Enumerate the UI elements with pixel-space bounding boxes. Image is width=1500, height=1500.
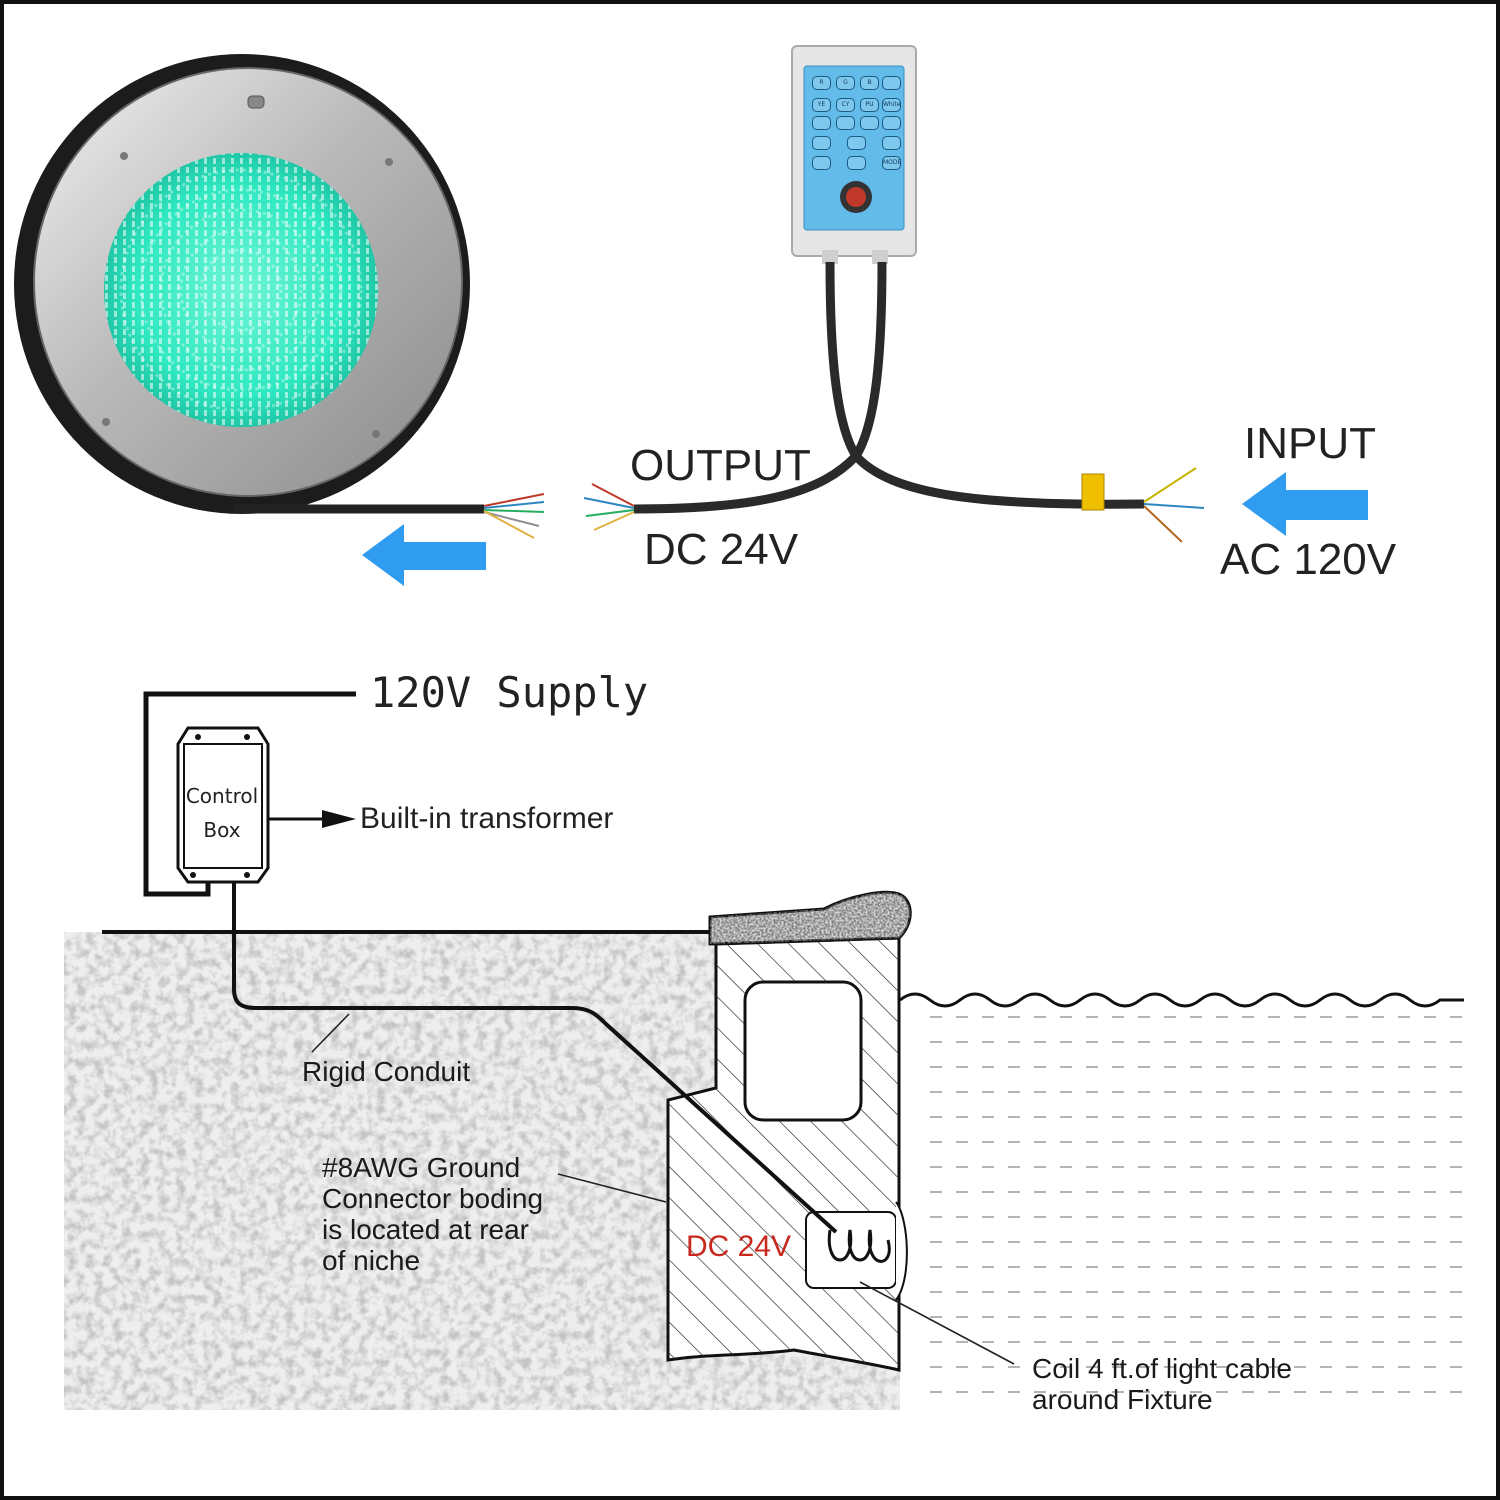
scene-svg: [14, 45, 1464, 1410]
remote-button: [847, 136, 866, 150]
ground-leader: [557, 1173, 667, 1203]
remote-button: [860, 116, 879, 130]
remote-button: [882, 136, 901, 150]
coil-note: Coil 4 ft.of light cable around Fixture: [1032, 1353, 1292, 1415]
remote-button: PU: [860, 98, 879, 112]
fixture-wire-ends: [483, 493, 545, 539]
supply-line: [143, 691, 356, 897]
niche-voltage: DC 24V: [686, 1230, 792, 1263]
remote-button: White: [882, 98, 901, 112]
ground-note-line: Connector boding: [322, 1183, 544, 1214]
ground-note-line: of niche: [322, 1245, 421, 1276]
remote-button: YE: [812, 98, 831, 112]
coil-note-line: around Fixture: [1032, 1384, 1213, 1415]
rigid-conduit: [232, 876, 838, 1234]
coil-note-line: Coil 4 ft.of light cable: [1032, 1353, 1292, 1384]
remote-button: [882, 76, 901, 90]
input-voltage: AC 120V: [1220, 535, 1397, 584]
pool-light-fixture: [14, 54, 470, 514]
transformer-label: Built-in transformer: [360, 802, 614, 835]
control-box-diagram: [176, 726, 270, 884]
remote-button: [882, 116, 901, 130]
input-cable-tag: [1081, 473, 1105, 511]
ground-note: #8AWG Ground Connector boding is located…: [322, 1152, 543, 1276]
remote-button: R: [812, 76, 831, 90]
wall-opening: [743, 980, 863, 1122]
remote-button: CY: [836, 98, 855, 112]
output-label: OUTPUT: [630, 441, 811, 490]
remote-button: [812, 136, 831, 150]
light-niche: [805, 1201, 908, 1301]
remote-button: [812, 156, 831, 170]
arrow-left-input-icon: [1242, 472, 1368, 536]
input-wire-ends: [1143, 467, 1205, 543]
remote-button: G: [836, 76, 855, 90]
input-label: INPUT: [1244, 419, 1376, 468]
output-wire-ends: [583, 483, 635, 531]
ground-note-line: #8AWG Ground: [322, 1152, 521, 1183]
remote-button: MODE: [882, 156, 901, 170]
remote-button: B: [860, 76, 879, 90]
arrow-left-icon: [362, 524, 486, 586]
coil-leader: [859, 1281, 1015, 1365]
arrow-right-icon: [322, 810, 356, 828]
remote-button: [812, 116, 831, 130]
input-cable: [850, 261, 1145, 509]
control-box-label-line1: Control: [185, 784, 259, 808]
remote-button: [836, 116, 855, 130]
control-box-label-line2: Box: [203, 818, 241, 842]
ground-note-line: is located at rear: [322, 1214, 529, 1245]
conduit-leader: [311, 1013, 350, 1053]
power-switch-icon: [846, 187, 866, 207]
supply-label: 120V Supply: [370, 668, 649, 717]
output-voltage: DC 24V: [644, 525, 799, 574]
conduit-label: Rigid Conduit: [302, 1056, 471, 1087]
remote-button: [847, 156, 866, 170]
cable-coil-icon: [827, 1229, 891, 1263]
coping-stone: [708, 890, 912, 946]
pool-water: [899, 992, 1464, 1393]
